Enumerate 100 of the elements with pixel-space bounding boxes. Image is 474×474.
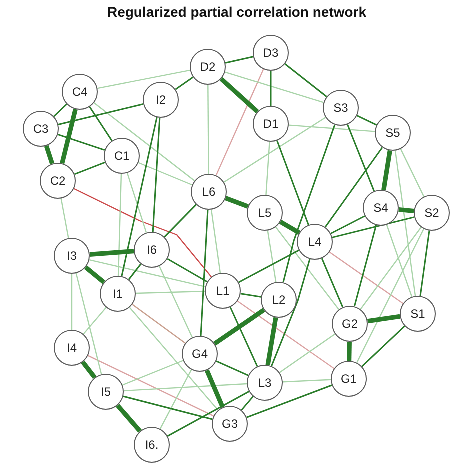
node-label: L5 (258, 206, 272, 220)
edge-line (138, 162, 193, 186)
edge-line (160, 370, 192, 430)
edge-line (225, 72, 324, 104)
node-label: G1 (340, 372, 357, 386)
node-label: G4 (192, 348, 208, 360)
edge-line (167, 258, 208, 283)
variable-node (190, 49, 226, 85)
edge-line (76, 273, 102, 375)
edge-line (60, 198, 70, 238)
node-label: C4 (72, 86, 88, 98)
variable-node (23, 111, 59, 147)
edge-line (90, 249, 134, 257)
edge-line (208, 85, 210, 174)
edge-line (152, 118, 161, 232)
node-label: D3 (263, 46, 279, 60)
edge-line (74, 162, 106, 176)
edge-line (98, 70, 190, 90)
node-label: L2 (272, 294, 286, 306)
variable-node (104, 138, 140, 174)
node-label: C1 (114, 150, 130, 162)
edge-line (241, 396, 254, 411)
edge-line (346, 124, 376, 192)
chart-title: Regularized partial correlation network (107, 4, 367, 20)
edge-line (81, 360, 97, 380)
edge-line (204, 370, 226, 408)
variable-node (40, 163, 76, 199)
node-label: S3 (334, 102, 348, 114)
edge-line (282, 124, 336, 283)
edge-line (240, 293, 262, 298)
edge-line (58, 104, 144, 126)
edge-line (116, 404, 142, 433)
edge-line (167, 391, 250, 437)
node-label: I6. (145, 438, 159, 452)
edge-line (128, 264, 142, 280)
node-label: C2 (50, 174, 66, 188)
node-label: G3 (222, 418, 238, 430)
edge-line (282, 379, 332, 383)
edge-line (386, 224, 413, 298)
edge-line (224, 117, 326, 183)
edge-line (200, 210, 209, 336)
edge-line (126, 172, 148, 234)
edge-line (354, 225, 378, 307)
variable-node (191, 174, 227, 210)
node-label: S1 (410, 308, 426, 320)
node-label: L6 (202, 186, 216, 198)
edge-line (220, 77, 260, 114)
edge-line (216, 360, 249, 376)
variable-node (375, 115, 411, 151)
edge-line (275, 226, 340, 310)
variable-node (134, 232, 170, 268)
edge-line (400, 148, 425, 198)
edge-line (121, 117, 158, 277)
edge-line (356, 115, 378, 126)
edge-line (136, 290, 206, 294)
edge-line (266, 317, 278, 366)
edge-line (347, 342, 352, 362)
node-label: S2 (424, 206, 440, 220)
edge-line (360, 227, 422, 310)
node-label: I5 (100, 386, 111, 398)
variable-node (253, 106, 289, 142)
edge-line (74, 188, 212, 278)
edge-line (164, 204, 197, 238)
node-label: S4 (374, 202, 388, 214)
edge-line (129, 307, 219, 411)
edge-line (398, 207, 414, 214)
edge-line (276, 140, 310, 226)
node-label: I3 (66, 250, 77, 262)
edge-line (159, 266, 193, 338)
variable-node (331, 361, 367, 397)
edge-line (332, 216, 415, 238)
edge-line (284, 64, 328, 98)
edge-line (329, 252, 404, 304)
node-label: I6 (146, 244, 157, 256)
edge-line (84, 266, 106, 284)
variable-node (414, 195, 450, 231)
node-label: C3 (33, 122, 49, 136)
node-label: I1 (112, 288, 123, 300)
edge-line (216, 69, 264, 176)
edge-line (118, 174, 122, 276)
variable-node (323, 90, 359, 126)
edge-line (324, 147, 384, 228)
edge-line (266, 142, 270, 196)
variable-node (212, 406, 248, 442)
edge-line (214, 308, 266, 346)
edge-line (321, 258, 344, 308)
node-label: I4 (66, 342, 77, 354)
edge-line (420, 230, 430, 296)
variable-node (297, 224, 333, 260)
edge-line (288, 124, 376, 132)
edge-line (246, 384, 332, 418)
node-label: S5 (386, 126, 400, 140)
variable-node (182, 336, 218, 372)
edge-line (267, 230, 277, 282)
edge-line (367, 314, 401, 324)
node-label: I2 (156, 94, 166, 106)
variable-node (100, 276, 136, 312)
node-label: G2 (342, 318, 358, 330)
variable-node (261, 282, 297, 318)
edge-line (279, 334, 336, 374)
